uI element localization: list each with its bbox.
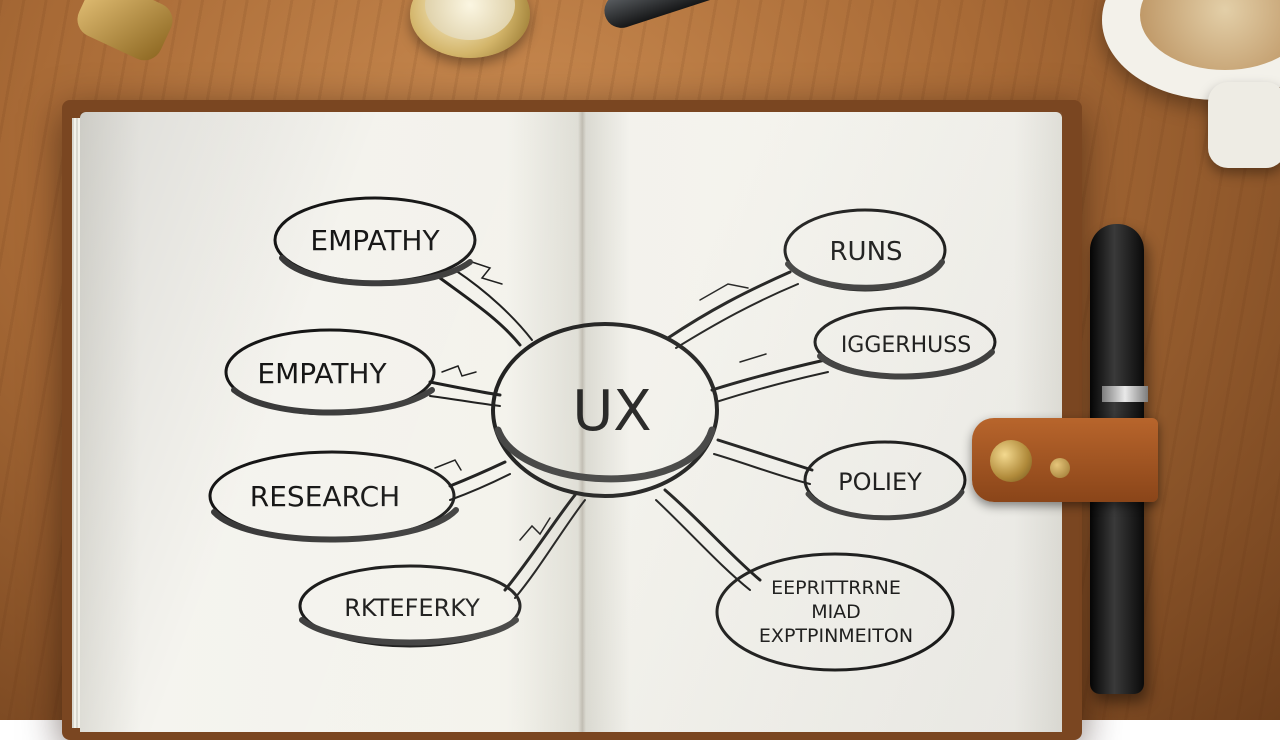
node-expectation-line3: EXPTPINMEITON bbox=[759, 625, 913, 647]
connector-rateferky bbox=[503, 493, 577, 592]
node-rateferky: RKTEFERKY bbox=[344, 594, 480, 622]
node-poliey: POLIEY bbox=[838, 468, 922, 496]
connector-iggerhuss bbox=[710, 358, 827, 392]
cup-handle bbox=[1208, 82, 1280, 168]
bubble-rateferky bbox=[298, 564, 522, 648]
node-expectation-line1: EEPRITTRRNE bbox=[771, 577, 901, 599]
connector-empathy-mid bbox=[428, 380, 502, 397]
connector-research bbox=[448, 460, 507, 488]
node-center-ux: UX bbox=[572, 379, 651, 444]
notebook-spine bbox=[578, 112, 586, 732]
node-empathy-top: EMPATHY bbox=[310, 224, 440, 257]
brass-stud-icon bbox=[990, 440, 1032, 482]
connector-runs bbox=[666, 270, 792, 340]
node-expectation-line2: MIAD bbox=[811, 601, 861, 623]
connector-poliey bbox=[716, 438, 814, 472]
ux-mindmap: EMPATHY EMPATHY RESEARCH RKTEFERKY UX RU… bbox=[208, 196, 997, 672]
connector-expectation bbox=[663, 488, 762, 582]
bubble-center bbox=[491, 322, 719, 498]
connector-empathy-top bbox=[438, 276, 522, 347]
bubble-expectation bbox=[715, 552, 955, 672]
node-empathy-mid: EMPATHY bbox=[257, 357, 387, 390]
pen-band bbox=[1102, 386, 1148, 402]
node-iggerhuss: IGGERHUSS bbox=[841, 333, 971, 358]
brass-rivet-icon bbox=[1050, 458, 1070, 478]
node-runs: RUNS bbox=[829, 237, 902, 267]
node-research: RESEARCH bbox=[250, 480, 400, 513]
